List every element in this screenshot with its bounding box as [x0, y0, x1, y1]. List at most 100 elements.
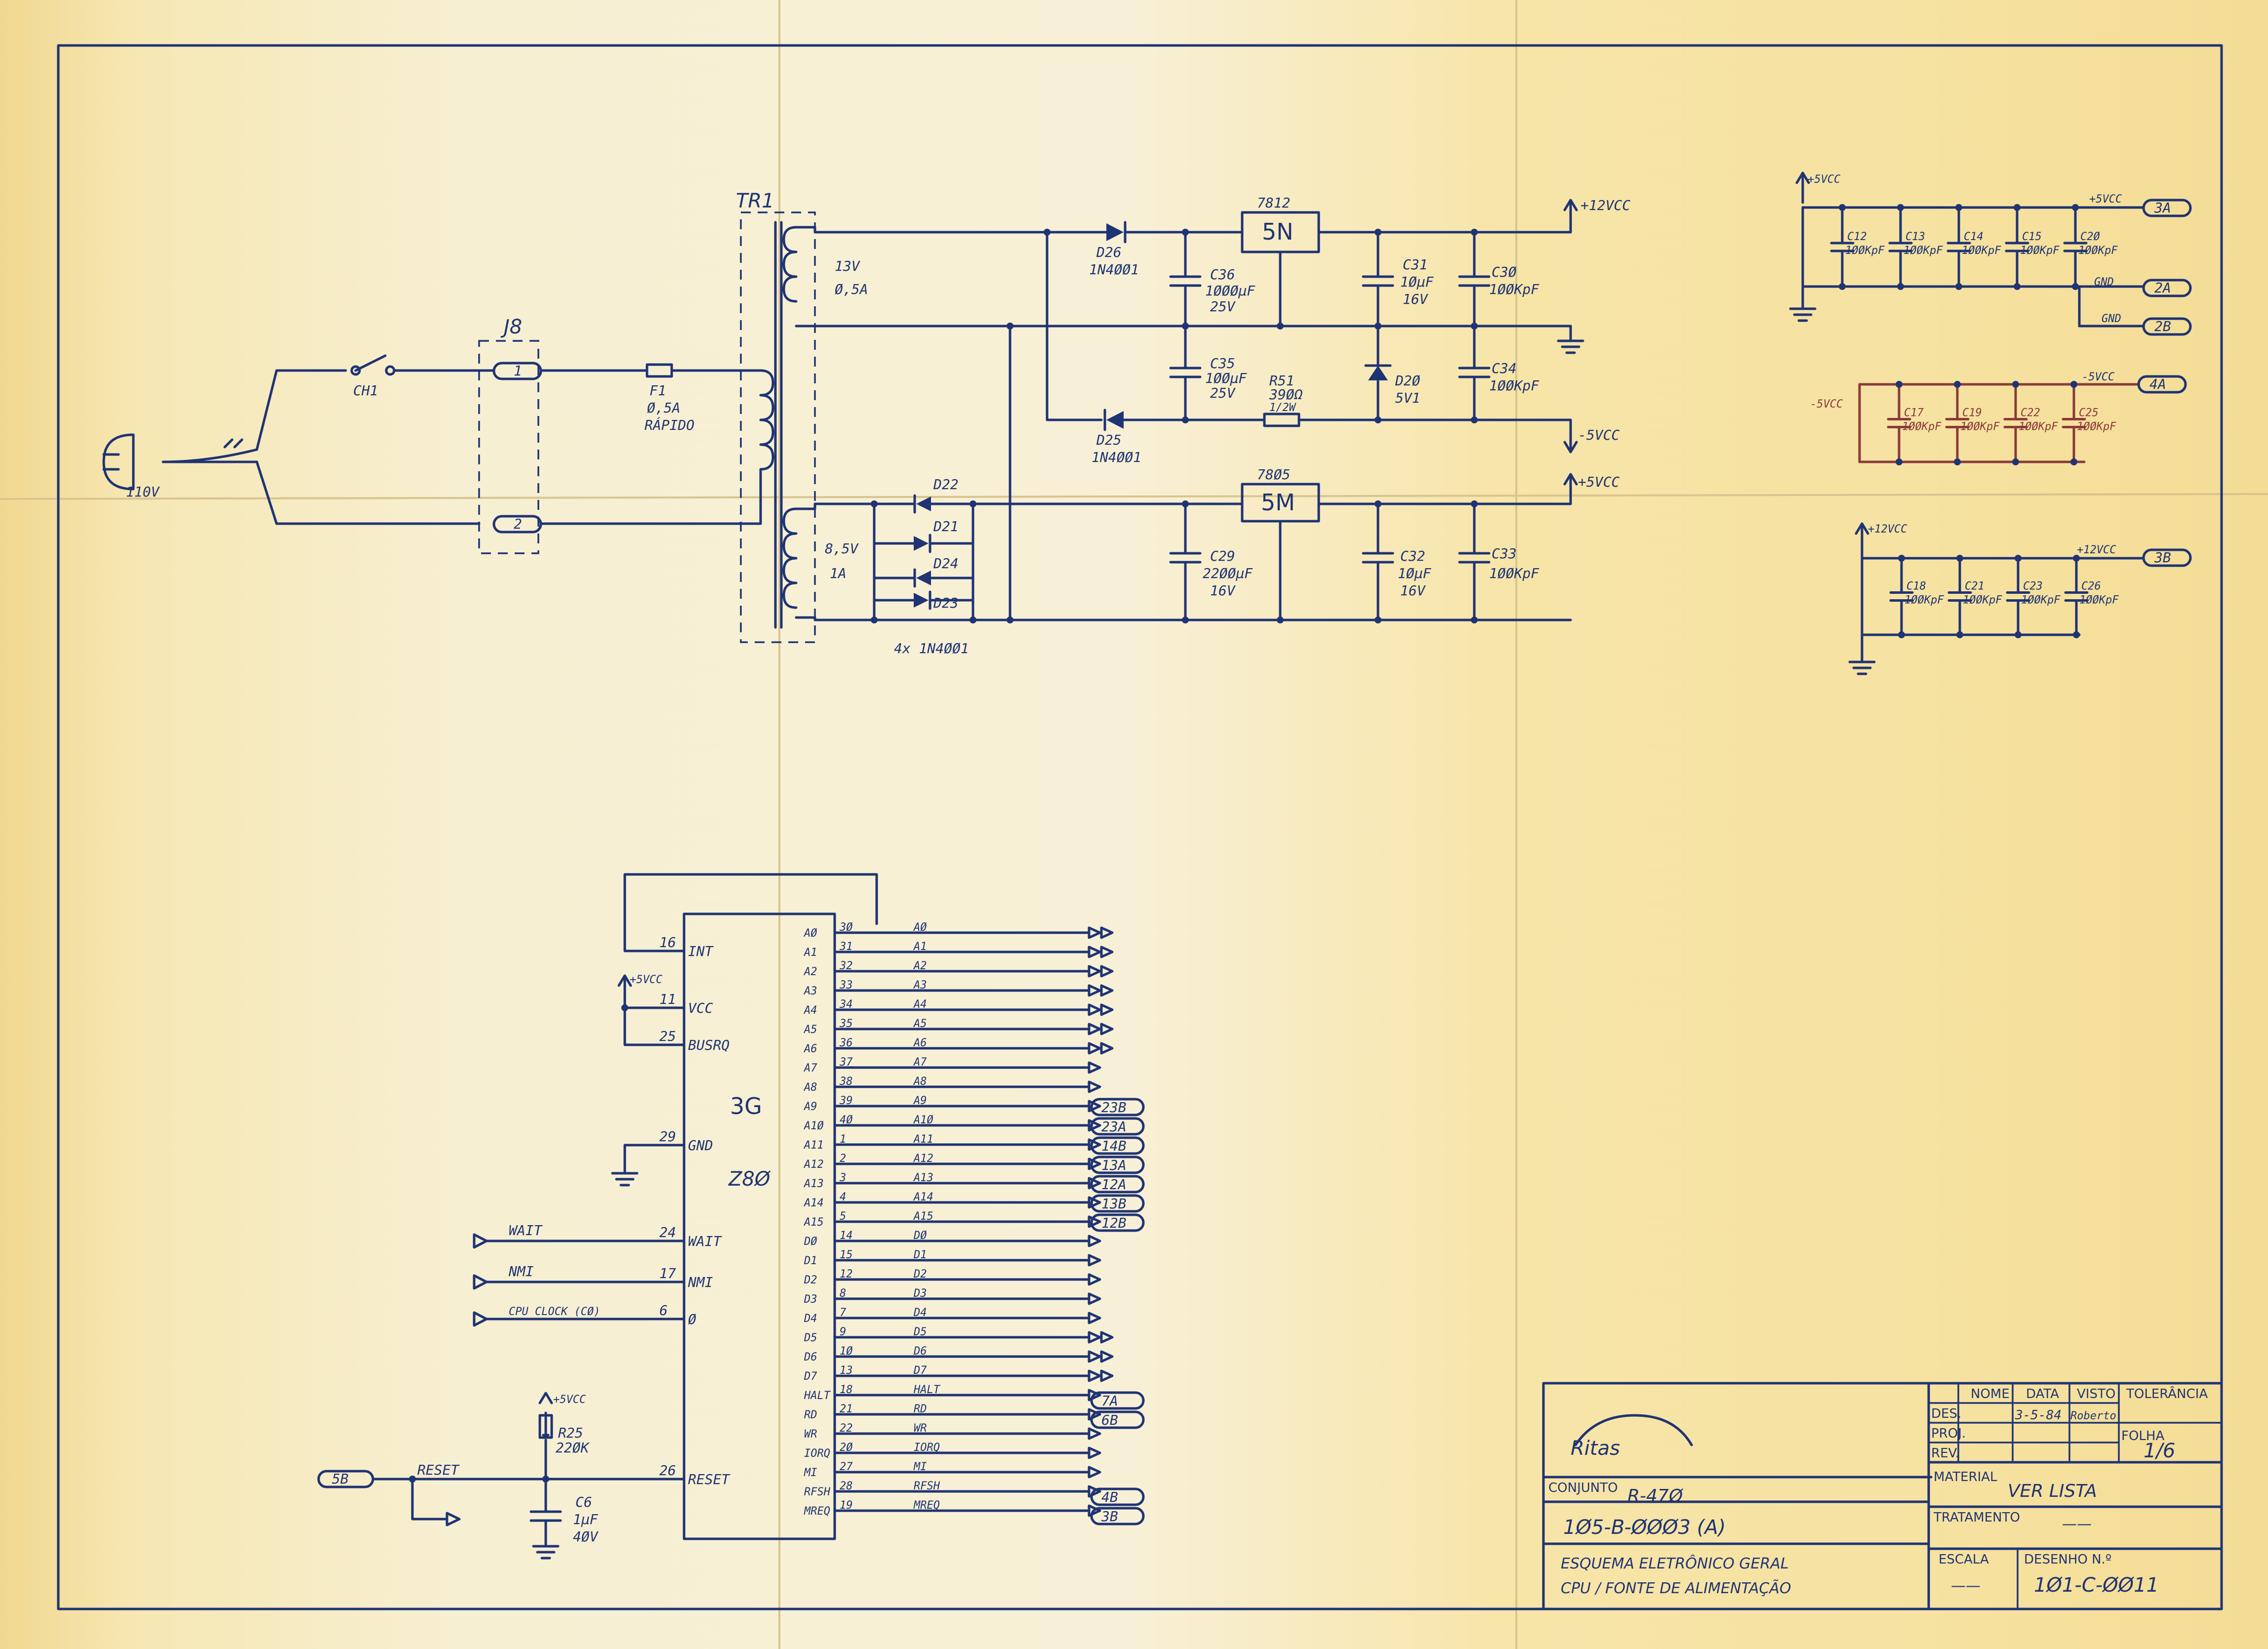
ground-icon — [611, 1144, 686, 1187]
cap-value: 1ØØKpF — [2078, 245, 2118, 257]
desenho-value: 1Ø1-C-ØØ11 — [2034, 1574, 2159, 1597]
diode-label: D24 — [933, 555, 959, 572]
switch-label: CH1 — [353, 382, 378, 399]
pin-name: RESET — [688, 1471, 730, 1487]
pin-name: WR — [804, 1428, 817, 1441]
cap-value: 1ØµF — [1400, 274, 1434, 290]
rail-label: +5VCC — [2089, 193, 2122, 206]
signal-name: A11 — [913, 1133, 933, 1146]
decoupling-5v: +5VCC +5VCC 3A GND 2A GND 2B C121ØØKpFC1… — [1789, 171, 2192, 336]
pin-name: GND — [688, 1137, 713, 1154]
connector-tag — [2142, 548, 2192, 567]
tag-label: 23B — [1101, 1099, 1127, 1115]
buffer-icon — [1088, 1369, 1101, 1382]
pin-name: A11 — [803, 1139, 824, 1152]
pin-name: A1Ø — [803, 1120, 824, 1132]
buffer-icon — [1088, 1177, 1101, 1190]
col-visto: VISTO — [2077, 1387, 2115, 1402]
resistor-value: 39ØΩ — [1269, 386, 1303, 403]
signal-name: IORQ — [914, 1442, 940, 1454]
buffer-icon — [1100, 1350, 1114, 1363]
diode-d26-icon — [1106, 223, 1124, 241]
pin-number: 26 — [659, 1462, 676, 1479]
rail-label: -5VCC — [1578, 427, 1620, 443]
folha-label: FOLHA — [2121, 1429, 2164, 1443]
connector-tag — [1090, 1213, 1145, 1232]
folha-value: 1/6 — [2144, 1440, 2175, 1462]
resistor-icon — [1263, 412, 1300, 427]
rail-label: -5VCC — [2082, 371, 2115, 383]
signal-name: D2 — [913, 1268, 927, 1280]
buffer-icon — [1088, 946, 1101, 958]
escala-label: ESCALA — [1939, 1552, 1989, 1567]
diode-icon — [916, 496, 931, 511]
cap-label: C6 — [575, 1494, 592, 1510]
diode-label: D25 — [1096, 432, 1122, 448]
connector-tag — [1090, 1155, 1145, 1174]
signal-name: D1 — [913, 1249, 927, 1261]
cap-label: C34 — [1492, 360, 1517, 376]
signal-name: A12 — [913, 1153, 933, 1165]
cap-label: C25 — [2079, 407, 2099, 419]
regulator-code: 78Ø5 — [1257, 466, 1290, 483]
ground-icon — [1557, 325, 1584, 354]
pin-label: 2 — [514, 516, 522, 532]
pin-name: A15 — [803, 1216, 824, 1229]
pin-number: 3 — [839, 1172, 846, 1184]
decoupling-12v: +12VCC +12VCC 3B C181ØØKpFC211ØØKpFC231Ø… — [1848, 522, 2192, 675]
cap-voltage: 25V — [1210, 385, 1236, 401]
col-data: DATA — [2026, 1387, 2059, 1402]
buffer-icon — [1088, 1235, 1101, 1247]
pin-name: A13 — [803, 1178, 824, 1190]
tratamento-label: TRATAMENTO — [1933, 1510, 2020, 1525]
buffer-icon — [1088, 1485, 1101, 1498]
switch-icon — [354, 354, 387, 372]
signal-name: WR — [914, 1422, 927, 1435]
zener-value: 5V1 — [1395, 390, 1420, 406]
regulator-code: 7812 — [1257, 195, 1290, 211]
cpu-body — [683, 912, 836, 1540]
cap-value: 1ØØKpF — [1962, 245, 2001, 257]
connector-tag — [2142, 279, 2192, 297]
buffer-icon — [1100, 946, 1114, 958]
material-label: MATERIAL — [1934, 1470, 1997, 1484]
supply-5v: D22 D21 D24 D23 4x 1N4ØØ1 C29 22ØØµF 16V… — [795, 466, 1620, 657]
buffer-icon — [1088, 926, 1101, 939]
buffer-icon — [1088, 1138, 1101, 1151]
buffer-icon — [1088, 1273, 1101, 1286]
pin-number: 1 — [840, 1133, 846, 1146]
pin-name: A7 — [803, 1062, 817, 1074]
pin-name: RFSH — [804, 1486, 831, 1498]
connector-tag — [1090, 1117, 1145, 1136]
cap-label: C35 — [1210, 355, 1235, 371]
transformer-label: TR1 — [736, 190, 774, 212]
pin-number: 8 — [840, 1287, 846, 1300]
zener-icon — [1368, 366, 1388, 380]
pin-name: A14 — [803, 1197, 824, 1209]
rail-label: +5VCC — [553, 1394, 586, 1406]
signal-name: DØ — [913, 1230, 927, 1242]
cap-value: 1ØØKpF — [1489, 281, 1539, 297]
buffer-icon — [1088, 965, 1101, 978]
cap-label: C2Ø — [2080, 231, 2100, 243]
buffer-icon — [1088, 1003, 1101, 1016]
cap-label: C26 — [2081, 580, 2101, 593]
signal-name: A3 — [913, 979, 927, 991]
pin-name: A8 — [803, 1081, 817, 1094]
pin-name: D5 — [804, 1332, 817, 1344]
signal-name: D3 — [913, 1287, 927, 1300]
connector-tag — [2137, 375, 2187, 394]
signal-name: A8 — [913, 1075, 927, 1088]
pin-name: A9 — [803, 1101, 817, 1113]
pin-number: 11 — [659, 991, 676, 1007]
cpu-ref: 3G — [730, 1093, 762, 1119]
cap-value: 1ØµF — [1398, 565, 1432, 581]
connector-tag — [1090, 1391, 1145, 1410]
cap-label: C15 — [2022, 231, 2042, 243]
connector-tag — [1090, 1507, 1145, 1525]
fuse-icon — [646, 363, 673, 378]
cap-voltage: 16V — [1403, 291, 1429, 307]
regulator-ref: 5N — [1262, 218, 1294, 245]
